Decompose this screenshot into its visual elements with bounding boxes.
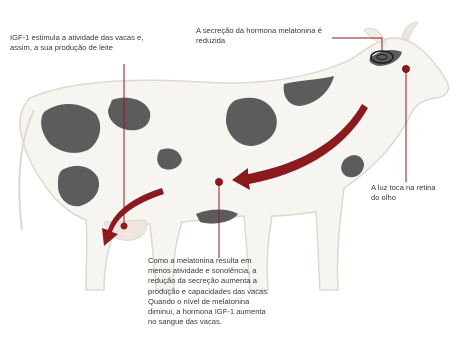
cow-horn <box>402 22 418 40</box>
label-melatonin-secretion: A secreção da hormona melatonina é reduz… <box>196 26 331 46</box>
cow-ear <box>364 29 386 45</box>
eye-marker <box>402 65 410 73</box>
label-igf1-stimulates: IGF-1 estimula a atividade das vacas e, … <box>10 33 160 53</box>
label-melatonin-explanation: Como a melatonina resulta em menos ativi… <box>148 256 270 327</box>
body-marker <box>215 178 223 186</box>
udder-marker <box>121 223 128 230</box>
label-light-hits-retina: A luz toca na retina do olho <box>371 183 443 203</box>
cow-body <box>20 38 448 290</box>
